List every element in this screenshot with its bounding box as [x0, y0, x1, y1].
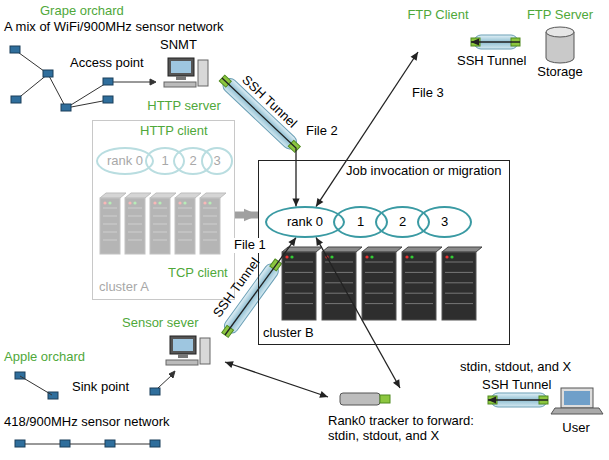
connector-line [488, 399, 548, 400]
user-node: User [548, 386, 604, 436]
computer-icon [164, 58, 208, 87]
rank-ring: 1 [333, 206, 388, 238]
rank-label: rank 0 [107, 154, 143, 169]
migration-arrow [235, 209, 258, 222]
text-label: SSH Tunnel [239, 73, 300, 132]
arrow-head [319, 391, 328, 398]
sensor-links [20, 371, 175, 444]
storage-cylinder [546, 27, 574, 63]
edge-label: File 3 [410, 86, 446, 101]
rank-ring: 2 [375, 206, 430, 238]
node-label: User [562, 421, 589, 436]
sensor-network [15, 50, 156, 108]
arrow-head [316, 237, 323, 246]
rack-cabinet [100, 193, 126, 254]
text-label: stdin, stdout, and X [460, 360, 571, 375]
rank-ring: 2 [173, 147, 213, 175]
connector [225, 361, 328, 398]
node-label: cluster B [263, 326, 314, 341]
node-label: Rank0 tracker to forward: stdin, stdout,… [328, 414, 488, 444]
text-label: HTTP client [140, 124, 208, 139]
rack-cabinet [402, 247, 442, 320]
arrow-head [244, 209, 258, 222]
text-label: A mix of WiFi/900MHz sensor network [4, 20, 224, 35]
laptop-icon [551, 388, 603, 414]
arrow-head [225, 361, 234, 368]
connector [488, 396, 548, 403]
rack-cabinet [175, 193, 201, 254]
computer-icon [166, 336, 210, 365]
arrow-head [488, 396, 496, 403]
server-node: HTTP server [146, 54, 222, 114]
rank-label: 2 [189, 154, 196, 169]
arrow-head [471, 38, 479, 45]
rack-cabinet [200, 193, 226, 254]
text-label: Grape orchard [40, 4, 124, 19]
rank-label: 3 [441, 215, 448, 230]
rack-cabinet [362, 247, 402, 320]
node-label: Storage [537, 65, 583, 80]
connector-line [316, 237, 400, 388]
rack-cabinet [125, 193, 151, 254]
node-label: HTTP server [147, 99, 220, 114]
rack-cabinet [150, 193, 176, 254]
text-label: SSH Tunnel [482, 378, 551, 393]
arrow-head [288, 238, 296, 247]
server-racks [100, 193, 482, 320]
tunnel-endpoint: FTP Client [405, 8, 471, 52]
node-label: cluster A [99, 280, 149, 295]
text-label: Sink point [72, 380, 129, 395]
server-node: Sensor sever [122, 316, 225, 372]
text-label: TCP client [168, 266, 228, 281]
text-label: Access point [70, 56, 144, 71]
node-label: FTP Client [407, 8, 468, 23]
rank-label: rank 0 [287, 215, 323, 230]
rank-ring: 3 [417, 206, 472, 238]
text-label: SSH Tunnel [457, 54, 526, 69]
tracker-node: Rank0 tracker to forward: stdin, stdout,… [328, 388, 488, 444]
arrow-head [316, 198, 323, 207]
arrow-head [411, 52, 418, 61]
node-label: FTP Server [527, 8, 593, 23]
sensor-nodes [10, 46, 160, 447]
connector [316, 237, 400, 388]
rank-label: 1 [161, 154, 168, 169]
node-label: Job invocation or migration [346, 164, 501, 179]
text-label: SNMT [160, 38, 197, 53]
connector [471, 38, 520, 45]
text-label: 418/900MHz sensor network [4, 415, 169, 430]
storage-node: FTP ServerStorage [520, 8, 600, 80]
edge-label: File 1 [232, 238, 268, 253]
rack-cabinet [282, 247, 322, 320]
arrow-head [393, 379, 400, 388]
ssh-tunnel [488, 393, 548, 407]
edge-label: File 2 [304, 124, 340, 139]
rank-ring: 3 [201, 147, 233, 175]
text-label: Apple orchard [4, 350, 85, 365]
connector-line [225, 362, 328, 397]
node-label: Sensor sever [122, 316, 199, 331]
rank-ring: 1 [145, 147, 185, 175]
rack-cabinet [442, 247, 482, 320]
rank-label: 2 [399, 215, 406, 230]
ssh-tunnel [471, 35, 520, 49]
rank-label: 1 [357, 215, 364, 230]
rank-label: 3 [213, 154, 220, 169]
cluster-box: Job invocation or migration cluster B rank… [258, 160, 510, 345]
tracker-plug [340, 393, 390, 405]
